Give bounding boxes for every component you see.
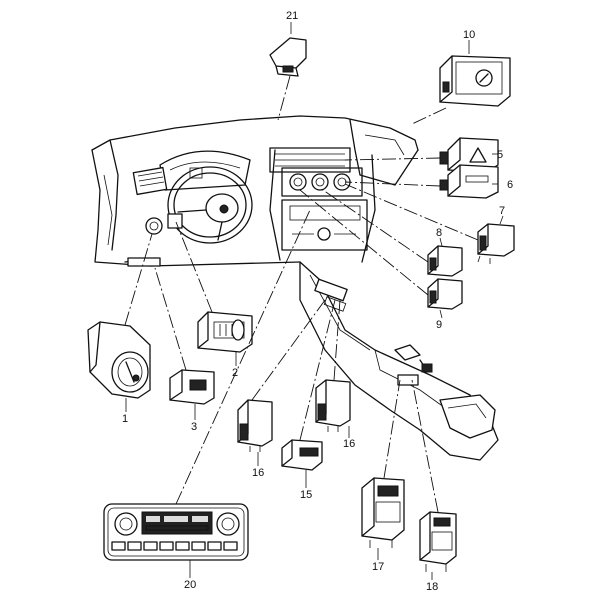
part-7-switch [477, 223, 515, 264]
callout-18: 18 [426, 581, 438, 593]
part-20-climate-control-panel [103, 503, 249, 561]
callout-21: 21 [286, 10, 298, 22]
callout-2: 2 [232, 367, 238, 379]
callout-6: 6 [507, 179, 513, 191]
part-5-hazard-switch [439, 137, 499, 173]
part-2-light-switch-module [197, 311, 253, 353]
part-16-switch-right [315, 379, 351, 432]
callout-10: 10 [463, 29, 475, 41]
callout-8: 8 [436, 227, 442, 239]
callout-15: 15 [300, 489, 312, 501]
part-8-switch [427, 245, 463, 277]
leader-lines [124, 75, 479, 513]
part-15-button [281, 439, 323, 471]
part-6-button-switch [439, 164, 499, 199]
callout-16-right: 16 [343, 438, 355, 450]
callout-labels: 21 10 5 6 7 8 9 1 2 3 16 16 15 17 18 20 [122, 10, 513, 593]
part-17-switch-block [361, 477, 405, 548]
callout-ticks [125, 22, 504, 580]
part-18-switch-block [419, 511, 457, 572]
part-1-headlight-switch [87, 321, 151, 399]
callout-17: 17 [372, 561, 384, 573]
callout-3: 3 [191, 421, 197, 433]
part-3-button [169, 369, 215, 405]
callout-9: 9 [436, 319, 442, 331]
dashboard-assembly [91, 115, 499, 461]
callout-5: 5 [497, 149, 503, 161]
callout-16-left: 16 [252, 467, 264, 479]
callout-7: 7 [499, 205, 505, 217]
part-10-switch-module [439, 55, 511, 107]
callout-1: 1 [122, 413, 128, 425]
part-16-switch-left [237, 399, 273, 452]
part-21-cover-cap [269, 37, 307, 77]
callout-20: 20 [184, 579, 196, 591]
part-9-switch [427, 278, 463, 310]
